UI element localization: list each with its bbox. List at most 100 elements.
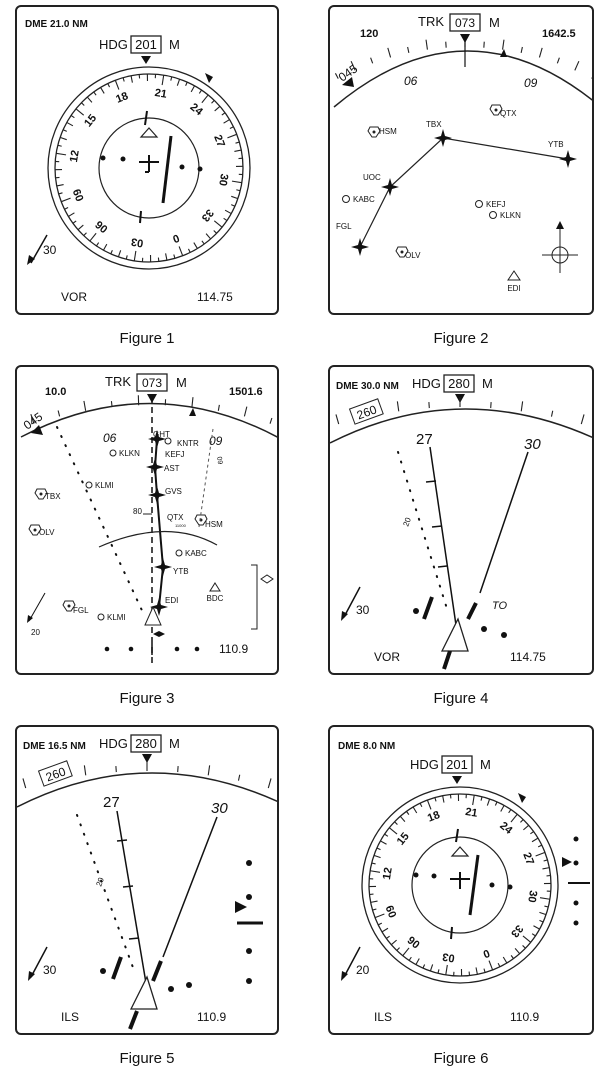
arc-label-09: 09 [209, 434, 223, 448]
waypoint-fgl: FGL [336, 222, 352, 231]
compass-tick [223, 119, 230, 124]
figure-5-panel: DME 16.5 NM HDG 280 M 260 27 30 20 30 IL… [15, 725, 279, 1035]
arc-tick [556, 57, 560, 64]
arc-tick [520, 401, 524, 412]
hdg-value: 201 [446, 757, 468, 772]
compass-tick [165, 253, 168, 261]
range-arc [98, 530, 218, 548]
arc-ticks [30, 395, 273, 424]
compass-tick [57, 144, 62, 147]
compass-tick [426, 799, 432, 810]
compass-tick [234, 149, 242, 152]
nav-mode: VOR [61, 290, 87, 304]
point-bdc: BDC [207, 594, 224, 603]
arc-tick [83, 400, 87, 411]
compass-tick [224, 209, 232, 215]
figure-4-panel: DME 30.0 NM HDG 280 M 260 27 30 20 TO 30… [328, 365, 594, 675]
arc-label-27: 27 [103, 794, 120, 811]
compass-tick [442, 795, 445, 803]
compass-label: 30 [216, 173, 230, 187]
waypoint-star-icon [148, 430, 166, 448]
navaid-icon [28, 524, 42, 536]
compass-label: 0 [171, 231, 181, 244]
compass-tick [117, 250, 122, 258]
arc-label-06: 06 [103, 431, 117, 445]
arc-tick [520, 46, 523, 54]
station-triangle-icon [139, 127, 159, 138]
outer-ring [47, 66, 251, 270]
airport-kefj: KEFJ [165, 450, 185, 459]
compass-tick [384, 833, 389, 837]
compass-tick [66, 121, 74, 127]
compass-tick [514, 948, 521, 955]
compass-tick [102, 243, 108, 251]
compass-tick [110, 249, 113, 255]
altitude-label: 80 [133, 507, 142, 516]
dme-readout: DME 8.0 NM [338, 741, 395, 752]
waypoint-ytb: YTB [173, 567, 189, 576]
waypoint-uoc: UOC [363, 173, 381, 182]
compass-tick [381, 927, 389, 933]
arc-tick [591, 76, 592, 79]
arc-tick [207, 765, 211, 776]
figure-1-display: DME 21.0 NM HDG 201 M 212427303300306091… [25, 19, 251, 304]
compass-ticks [55, 74, 243, 262]
compass-tick [62, 129, 68, 132]
compass-label: 33 [199, 207, 216, 224]
compass-tick [201, 94, 209, 104]
compass-tick [371, 862, 376, 865]
compass-tick [406, 811, 410, 815]
compass-label: 24 [497, 820, 515, 838]
arc-tick [334, 73, 339, 79]
compass-tick [510, 813, 518, 823]
wind-speed: 30 [43, 243, 57, 257]
compass-tick [522, 935, 532, 943]
caption-figure-1: Figure 1 [119, 330, 175, 347]
arc-tick [396, 401, 400, 412]
nav-frequency: 110.9 [510, 1010, 539, 1024]
arc-tick [57, 410, 61, 417]
compass-label: 15 [82, 112, 99, 129]
compass-tick [173, 254, 176, 259]
bottom-dots [104, 646, 200, 652]
compass-tick [86, 96, 93, 103]
compass-tick [539, 897, 550, 900]
hdg-unit: M [169, 37, 180, 52]
arc-tick [370, 57, 374, 64]
course-line [116, 810, 148, 990]
arc-tick [269, 417, 273, 424]
navaid-hsm: HSM [205, 520, 223, 529]
hdg-unit: M [480, 757, 491, 772]
compass-tick [488, 960, 494, 971]
compass-tick [370, 900, 378, 903]
point-edi: EDI [507, 284, 520, 293]
figure-2-display: 120 TRK 073 M 1642.5 06 09 045 TBX YTB U… [333, 13, 592, 293]
compass-tick [72, 220, 77, 224]
navaid-icon [62, 600, 76, 612]
dashed-radial [198, 428, 214, 528]
bearing-line [162, 816, 218, 958]
compass-ticks [369, 794, 551, 976]
compass-tick [373, 854, 381, 859]
figure-2-panel: 120 TRK 073 M 1642.5 06 09 045 TBX YTB U… [328, 5, 594, 315]
arc-tick [502, 39, 505, 50]
compass-tick [170, 76, 173, 81]
range-number: 120 [360, 28, 378, 40]
compass-tick [399, 815, 406, 822]
compass-tick [161, 75, 165, 86]
waypoint-star-icon [434, 129, 452, 147]
compass-tick [377, 922, 383, 926]
rotated-label-09: 09 [215, 456, 223, 465]
compass-tick [130, 75, 133, 83]
hdg-label: HDG [410, 757, 439, 772]
wind-speed: 30 [356, 603, 370, 617]
glideslope-pointer-icon [562, 857, 572, 867]
airport-kntr: KNTR [177, 439, 199, 448]
compass-tick [198, 89, 203, 94]
compass-label: 15 [395, 831, 412, 848]
arc-ticks [335, 397, 585, 425]
nav-frequency: 110.9 [197, 1010, 226, 1024]
waypoint-stars [351, 129, 577, 256]
arc-label-30: 30 [211, 800, 228, 817]
